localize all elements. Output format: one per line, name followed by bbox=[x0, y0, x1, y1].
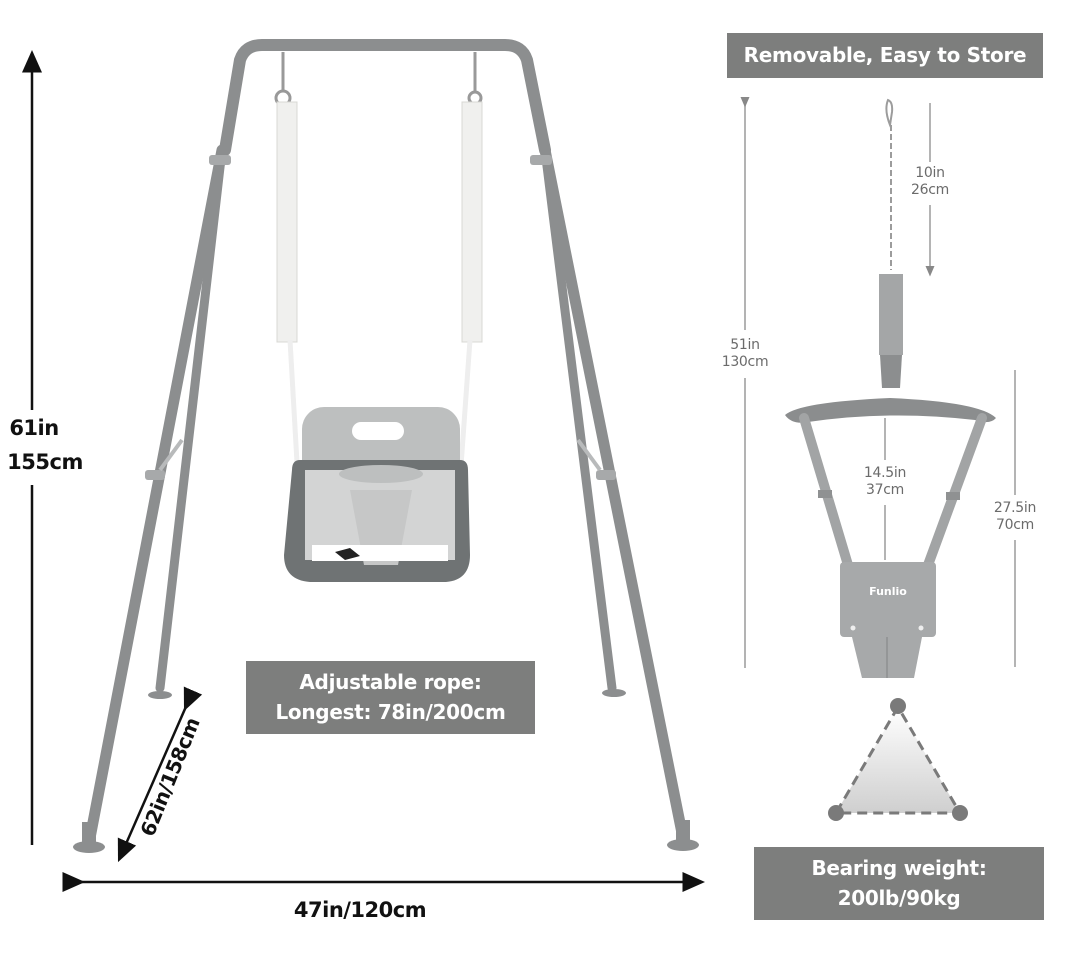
jumper-chain-length: 10in 26cm bbox=[900, 165, 960, 199]
swing-height-in: 61in bbox=[9, 416, 59, 440]
jumper-seat-drop-cm: 37cm bbox=[866, 482, 904, 498]
rope-banner-line2: Longest: 78in/200cm bbox=[275, 700, 506, 724]
jumper-chain-length-in: 10in bbox=[915, 165, 945, 181]
triangle-stability-icon bbox=[828, 698, 968, 821]
rope-banner-line1: Adjustable rope: bbox=[299, 670, 482, 694]
jumper-seat-drop: 14.5in 37cm bbox=[852, 465, 918, 499]
jumper-seat bbox=[840, 562, 936, 678]
jumper-total-height-cm: 130cm bbox=[721, 354, 769, 370]
jumper-sleeve bbox=[879, 274, 903, 388]
brand-logo: Funlio bbox=[869, 585, 907, 598]
rope-length-banner: Adjustable rope: Longest: 78in/200cm bbox=[246, 661, 535, 734]
jumper-bar bbox=[785, 398, 996, 423]
swing-frame bbox=[84, 39, 689, 844]
jumper-harness-height-in: 27.5in bbox=[993, 500, 1037, 516]
swing-height-cm: 155cm bbox=[7, 450, 83, 474]
swing-ropes bbox=[276, 101, 483, 481]
removable-banner: Removable, Easy to Store bbox=[727, 33, 1043, 78]
weight-banner-line2: 200lb/90kg bbox=[837, 886, 961, 910]
bearing-weight-banner: Bearing weight: 200lb/90kg bbox=[754, 847, 1044, 920]
jumper-harness-height: 27.5in 70cm bbox=[980, 500, 1050, 534]
jumper-chain bbox=[885, 98, 894, 270]
swing-width-label: 47in/120cm bbox=[293, 898, 427, 922]
jumper-harness-height-cm: 70cm bbox=[996, 517, 1034, 533]
jumper-seat-drop-in: 14.5in bbox=[863, 465, 907, 481]
jumper-total-height: 51in 130cm bbox=[710, 337, 780, 371]
jumper-total-height-in: 51in bbox=[730, 337, 760, 353]
jumper-chain-length-cm: 26cm bbox=[911, 182, 949, 198]
swing-seat bbox=[284, 407, 470, 582]
weight-banner-line1: Bearing weight: bbox=[811, 856, 987, 880]
